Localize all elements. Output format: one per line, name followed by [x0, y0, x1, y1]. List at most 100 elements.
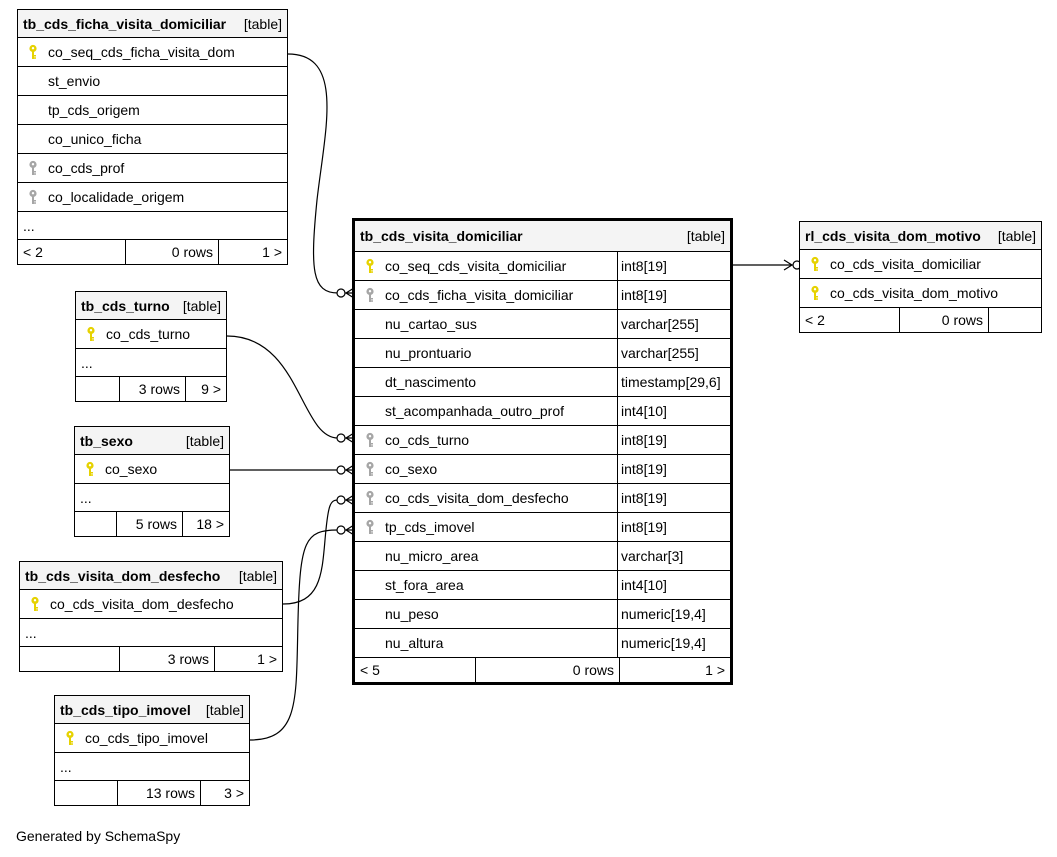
table-tag: [table] — [205, 701, 244, 718]
column-type: numeric[19,4] — [617, 629, 730, 657]
children-link[interactable]: 9 > — [185, 377, 226, 401]
primary-key-icon — [55, 730, 85, 746]
table-header: tb_cds_visita_domiciliar [table] — [355, 221, 730, 252]
column-row[interactable]: co_cds_tipo_imovel — [55, 724, 249, 753]
column-row[interactable]: nu_altura numeric[19,4] — [355, 629, 730, 658]
column-name: co_sexo — [385, 461, 438, 477]
table-tag: [table] — [185, 432, 224, 449]
foreign-key-icon — [355, 432, 385, 448]
column-type: timestamp[29,6] — [617, 368, 730, 396]
column-name: nu_altura — [385, 635, 444, 651]
parents-link[interactable]: < 5 — [360, 662, 380, 678]
children-link[interactable]: 3 > — [200, 781, 249, 805]
column-name: co_cds_visita_dom_desfecho — [50, 596, 234, 612]
table-footer: 5 rows 18 > — [75, 512, 229, 536]
primary-key-icon — [800, 285, 830, 301]
table-desfecho[interactable]: tb_cds_visita_dom_desfecho [table] co_cd… — [19, 561, 283, 672]
table-name[interactable]: tb_cds_visita_dom_desfecho — [25, 567, 221, 584]
foreign-key-icon — [355, 519, 385, 535]
row-count: 0 rows — [899, 308, 988, 332]
table-turno[interactable]: tb_cds_turno [table] co_cds_turno ... 3 … — [75, 291, 227, 402]
column-row[interactable]: st_envio — [18, 67, 287, 96]
table-name[interactable]: rl_cds_visita_dom_motivo — [805, 227, 981, 244]
column-name: co_cds_tipo_imovel — [85, 730, 208, 746]
column-row[interactable]: co_localidade_origem — [18, 183, 287, 212]
column-type: numeric[19,4] — [617, 600, 730, 628]
table-name[interactable]: tb_cds_turno — [81, 297, 170, 314]
table-imovel[interactable]: tb_cds_tipo_imovel [table] co_cds_tipo_i… — [54, 695, 250, 806]
column-type: int8[19] — [617, 281, 730, 309]
column-name: nu_peso — [385, 606, 439, 622]
ellipsis-row: ... — [20, 619, 282, 647]
table-name[interactable]: tb_cds_visita_domiciliar — [360, 228, 523, 244]
table-name[interactable]: tb_sexo — [80, 432, 133, 449]
parents-link[interactable] — [20, 647, 119, 671]
table-motivo[interactable]: rl_cds_visita_dom_motivo [table] co_cds_… — [799, 221, 1042, 333]
column-name: co_cds_turno — [106, 326, 191, 342]
table-header: tb_cds_visita_dom_desfecho [table] — [20, 562, 282, 590]
column-type: varchar[3] — [617, 542, 730, 570]
table-visita[interactable]: tb_cds_visita_domiciliar [table] co_seq_… — [352, 218, 733, 685]
table-name[interactable]: tb_cds_tipo_imovel — [60, 701, 191, 718]
table-header: tb_cds_tipo_imovel [table] — [55, 696, 249, 724]
primary-key-icon — [76, 326, 106, 342]
column-type: int8[19] — [617, 455, 730, 483]
column-row[interactable]: co_sexo — [75, 455, 229, 484]
parents-link[interactable]: < 2 — [23, 244, 43, 260]
parents-link[interactable] — [55, 781, 117, 805]
primary-key-icon — [75, 461, 105, 477]
children-link[interactable]: 1 > — [214, 647, 282, 671]
children-link[interactable]: 18 > — [182, 512, 229, 536]
column-row[interactable]: co_seq_cds_ficha_visita_dom — [18, 38, 287, 67]
column-row[interactable]: co_cds_prof — [18, 154, 287, 183]
edge-imovel-visita — [249, 529, 339, 741]
column-row[interactable]: co_cds_visita_domiciliar — [800, 250, 1041, 279]
table-sexo[interactable]: tb_sexo [table] co_sexo ... 5 rows 18 > — [74, 426, 230, 537]
parents-link[interactable] — [75, 512, 116, 536]
column-type: int4[10] — [617, 571, 730, 599]
column-name: co_localidade_origem — [48, 189, 185, 205]
column-row[interactable]: co_unico_ficha — [18, 125, 287, 154]
ellipsis-row: ... — [55, 753, 249, 781]
column-row[interactable]: co_sexo int8[19] — [355, 455, 730, 484]
row-count: 3 rows — [119, 647, 214, 671]
children-link[interactable] — [988, 308, 1041, 332]
column-name: st_acompanhada_outro_prof — [385, 403, 565, 419]
column-row[interactable]: nu_peso numeric[19,4] — [355, 600, 730, 629]
table-tag: [table] — [238, 567, 277, 584]
table-name[interactable]: tb_cds_ficha_visita_domiciliar — [23, 15, 227, 32]
foreign-key-icon — [355, 287, 385, 303]
column-type: int8[19] — [617, 513, 730, 541]
row-count: 0 rows — [125, 240, 218, 264]
table-ficha[interactable]: tb_cds_ficha_visita_domiciliar [table] c… — [17, 9, 288, 265]
column-row[interactable]: co_cds_turno — [76, 320, 226, 349]
edge-imovel-visita-optional-marker — [336, 525, 346, 535]
column-row[interactable]: co_cds_visita_dom_motivo — [800, 279, 1041, 308]
ellipsis-row: ... — [76, 349, 226, 377]
column-row[interactable]: tp_cds_origem — [18, 96, 287, 125]
parents-link[interactable]: < 2 — [805, 312, 825, 328]
column-name: co_seq_cds_visita_domiciliar — [385, 258, 567, 274]
column-name: co_cds_visita_domiciliar — [830, 256, 981, 272]
primary-key-icon — [355, 258, 385, 274]
parents-link[interactable] — [76, 377, 119, 401]
foreign-key-icon — [18, 189, 48, 205]
column-row[interactable]: co_cds_visita_dom_desfecho — [20, 590, 282, 619]
ellipsis-row: ... — [18, 212, 287, 240]
children-link[interactable]: 1 > — [218, 240, 287, 264]
table-footer: < 5 0 rows 1 > — [355, 658, 730, 682]
children-link[interactable]: 1 > — [619, 658, 730, 682]
column-name: st_envio — [48, 73, 101, 89]
